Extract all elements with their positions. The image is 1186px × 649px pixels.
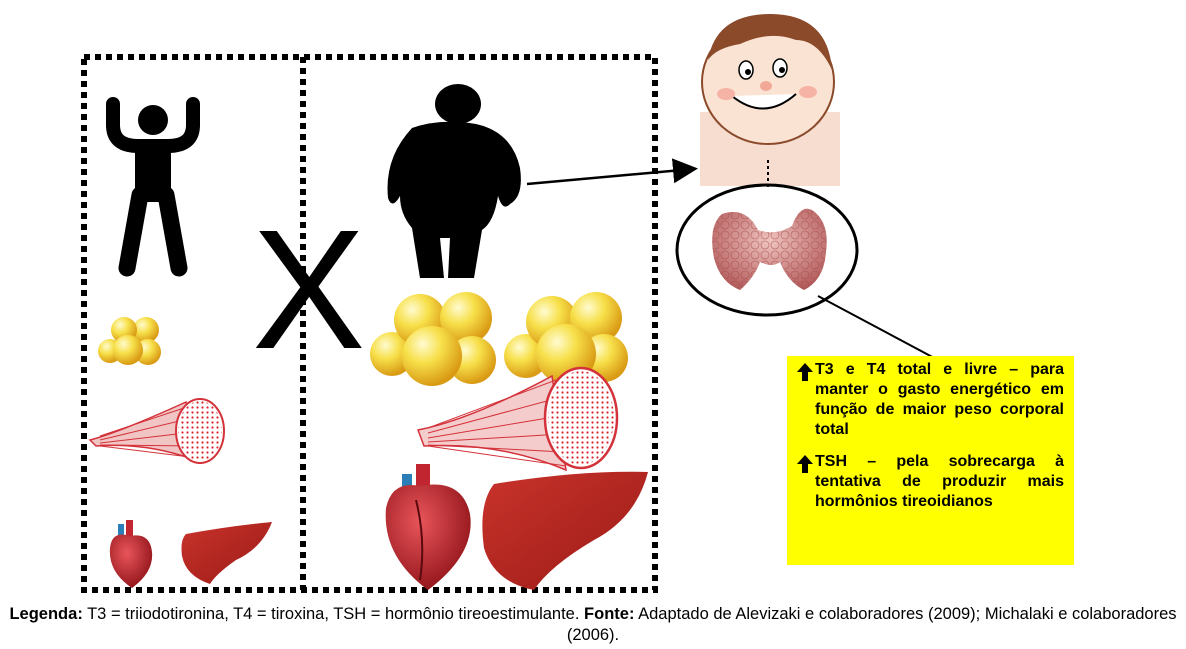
heart-small-icon bbox=[110, 520, 152, 588]
source-text: Adaptado de Alevizaki e colaboradores (2… bbox=[567, 605, 1177, 644]
lean-person-icon bbox=[113, 104, 193, 268]
box-pointer-line bbox=[818, 296, 938, 360]
liver-small-icon bbox=[182, 522, 273, 584]
up-arrow-icon bbox=[795, 362, 815, 382]
obese-person-icon bbox=[388, 84, 521, 278]
heart-large-icon bbox=[386, 464, 471, 590]
source-label: Fonte: bbox=[584, 605, 634, 623]
legend-text: T3 = triiodotironina, T4 = tiroxina, TSH… bbox=[83, 605, 584, 623]
fat-cells-large-icon-2 bbox=[504, 292, 628, 384]
info-item-tsh-text: TSH – pela sobrecarga à tentativa de pro… bbox=[815, 452, 1064, 512]
muscle-large-icon bbox=[418, 368, 617, 470]
legend-label: Legenda: bbox=[9, 605, 82, 623]
figure-caption: Legenda: T3 = triiodotironina, T4 = tiro… bbox=[0, 604, 1186, 646]
fat-cells-large-icon bbox=[370, 292, 496, 386]
cartoon-face-icon bbox=[700, 14, 840, 186]
thyroid-icon bbox=[677, 185, 857, 315]
up-arrow-icon bbox=[795, 454, 815, 474]
liver-large-icon bbox=[482, 472, 648, 590]
info-box: T3 e T4 total e livre – para manter o ga… bbox=[787, 356, 1074, 565]
info-item-t3-t4: T3 e T4 total e livre – para manter o ga… bbox=[795, 360, 1064, 440]
comparison-x-symbol: X bbox=[252, 210, 362, 370]
pointer-arrow bbox=[527, 169, 693, 184]
muscle-small-icon bbox=[90, 399, 224, 463]
info-item-t3-t4-text: T3 e T4 total e livre – para manter o ga… bbox=[815, 360, 1064, 440]
fat-cells-small-icon bbox=[98, 317, 161, 365]
info-item-tsh: TSH – pela sobrecarga à tentativa de pro… bbox=[795, 452, 1064, 512]
